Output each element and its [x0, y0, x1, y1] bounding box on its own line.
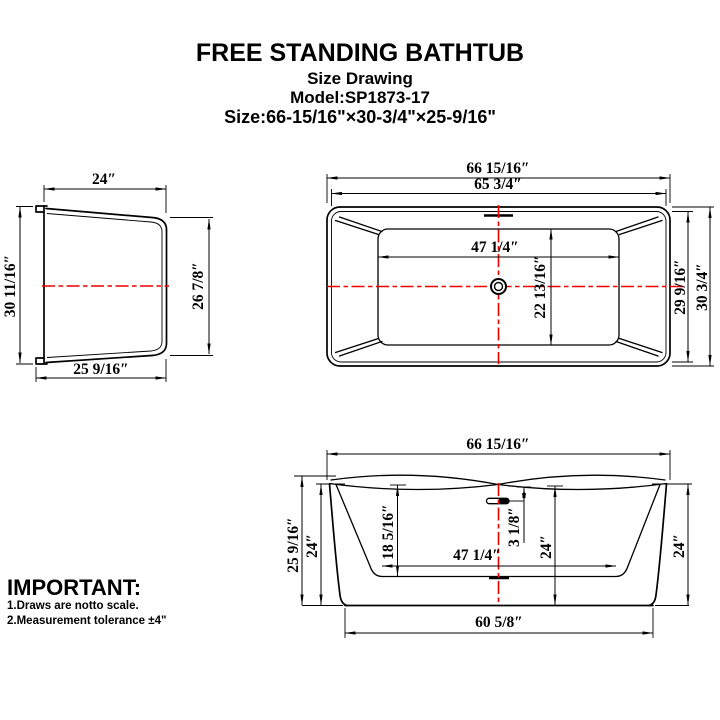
plan-view: 66 15/16″ 65 3/4″ 47 1/4″ 22 13/16″ 29 9… — [326, 160, 714, 367]
front-overall-height-label: 25 9/16″ — [285, 517, 302, 573]
plan-basin-width-label: 22 13/16″ — [532, 255, 549, 318]
end-view: 24″ 30 11/16″ 26 7/8″ 25 9/16″ — [2, 171, 213, 382]
plan-basin-length-label: 47 1/4″ — [471, 239, 519, 256]
note-line: 1.Draws are notto scale. — [7, 600, 139, 612]
page-title: FREE STANDING BATHTUB — [195, 39, 525, 67]
front-view: 66 15/16″ 25 9/16″ 24″ 18 5/16″ 3 1/8″ 4… — [285, 436, 692, 638]
front-right-wall-height-label: 24″ — [671, 534, 688, 558]
front-overall-length-label: 66 15/16″ — [466, 436, 529, 453]
important-notes: IMPORTANT: 1.Draws are notto scale. 2.Me… — [7, 576, 166, 629]
front-basin-floor-length-label: 47 1/4″ — [453, 547, 501, 564]
end-overall-height-label: 30 11/16″ — [2, 255, 19, 317]
end-top-width-label: 24″ — [92, 171, 116, 188]
overall-size: Size:66-15/16"×30-3/4"×25-9/16" — [224, 107, 496, 127]
plan-overall-length-label: 66 15/16″ — [466, 160, 529, 177]
front-left-wall-height-label: 24″ — [304, 534, 321, 558]
plan-view-dimension-lines — [326, 174, 714, 367]
title-block: FREE STANDING BATHTUB Size Drawing Model… — [0, 39, 720, 127]
notes-heading: IMPORTANT: — [7, 575, 142, 600]
end-view-dimension-lines — [16, 185, 213, 382]
model-number: Model:SP1873-17 — [290, 88, 430, 107]
plan-rim-length-label: 65 3/4″ — [474, 176, 522, 193]
front-overflow-offset-label: 3 1/8″ — [506, 507, 523, 547]
end-bottom-width-label: 25 9/16″ — [73, 361, 129, 378]
page-subtitle: Size Drawing — [307, 69, 413, 88]
front-view-dimension-lines — [294, 450, 690, 638]
plan-rim-width-label: 29 9/16″ — [672, 259, 689, 315]
note-line: 2.Measurement tolerance ±4" — [7, 615, 167, 627]
front-center-height-label: 24″ — [538, 535, 555, 559]
end-view-outline — [35, 205, 168, 365]
end-inner-height-label: 26 7/8″ — [190, 262, 207, 310]
drain-icon — [490, 278, 507, 295]
front-basin-depth-label: 18 5/16″ — [380, 504, 397, 560]
front-view-outline — [302, 474, 692, 607]
plan-overall-width-label: 30 3/4″ — [694, 263, 711, 311]
front-base-length-label: 60 5/8″ — [475, 614, 523, 631]
